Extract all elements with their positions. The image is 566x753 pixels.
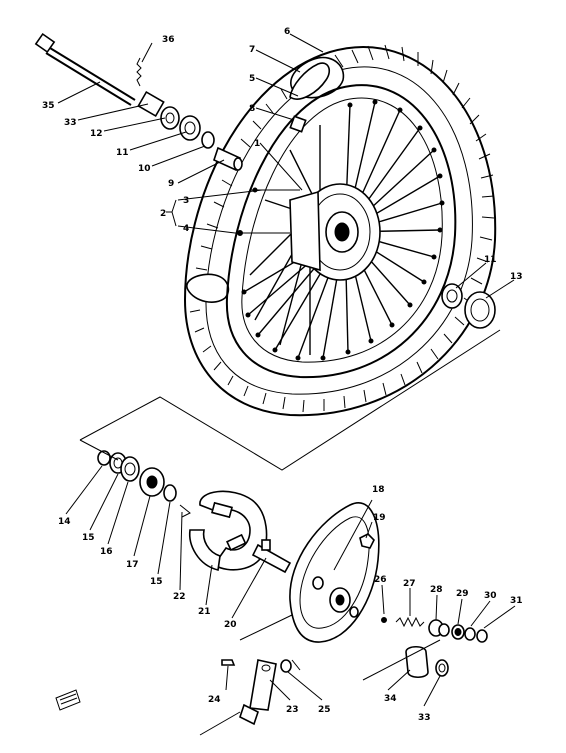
callout-11: 11 — [116, 148, 129, 158]
oil-seal-lower — [435, 659, 449, 677]
callout-9: 9 — [168, 179, 174, 189]
callout-28: 28 — [430, 585, 443, 595]
callout-27: 27 — [403, 579, 416, 589]
callout-19: 19 — [373, 513, 386, 523]
axle-nut-spacer — [137, 90, 165, 118]
brake-shoes — [189, 490, 268, 571]
rim-band-group — [289, 62, 330, 133]
callout-29: 29 — [456, 589, 469, 599]
callout-16: 16 — [100, 547, 113, 557]
bearing-left — [179, 115, 215, 149]
oil-seal-right — [464, 291, 496, 329]
corner-stamp — [55, 689, 81, 711]
brake-lever — [239, 659, 277, 726]
callout-26: 26 — [374, 575, 387, 585]
brake-group — [97, 450, 488, 726]
callout-30: 30 — [484, 591, 497, 601]
callout-23: 23 — [286, 705, 299, 715]
callout-22: 22 — [173, 592, 186, 602]
rim — [225, 84, 457, 379]
leader-lines — [57, 33, 516, 707]
callout-8: 8 — [249, 104, 255, 114]
callout-36: 36 — [162, 35, 175, 45]
callout-11-right: 11 — [484, 255, 497, 265]
panel-hardware — [381, 616, 488, 643]
collar-right — [405, 645, 429, 679]
brake-cam — [251, 539, 292, 574]
callout-labels: 36 6 7 5 8 35 33 12 11 10 9 1 2 3 4 11 1… — [42, 27, 523, 723]
axle — [34, 32, 136, 106]
cotter-pin — [136, 57, 142, 87]
callout-5: 5 — [249, 74, 255, 84]
callout-24: 24 — [208, 695, 221, 705]
lever-washer — [280, 659, 292, 673]
collar — [160, 106, 180, 130]
callout-20: 20 — [224, 620, 237, 630]
spacer-tube — [213, 146, 243, 172]
guide-lines — [79, 189, 501, 736]
callout-10: 10 — [138, 164, 151, 174]
lever-bolt — [221, 659, 236, 666]
callout-21: 21 — [198, 607, 211, 617]
hub — [289, 183, 381, 281]
callout-1: 1 — [254, 139, 260, 149]
callout-35: 35 — [42, 101, 55, 111]
callout-6: 6 — [284, 27, 290, 37]
callout-13: 13 — [510, 272, 523, 282]
callout-3: 3 — [183, 196, 189, 206]
callout-33-lower: 33 — [418, 713, 431, 723]
callout-4: 4 — [183, 224, 189, 234]
bearing-right — [441, 283, 463, 309]
callout-17: 17 — [126, 560, 139, 570]
brake-panel — [289, 502, 380, 643]
washer-stack — [97, 450, 191, 518]
callout-34: 34 — [384, 694, 397, 704]
callout-18: 18 — [372, 485, 385, 495]
panel-plug — [359, 533, 375, 549]
wheel-assembly — [183, 44, 497, 417]
axle-group — [34, 32, 243, 172]
callout-2: 2 — [160, 209, 166, 219]
callout-31: 31 — [510, 596, 523, 606]
callout-33: 33 — [64, 118, 77, 128]
callout-15-lower: 15 — [150, 577, 163, 587]
callout-12: 12 — [90, 129, 103, 139]
callout-15: 15 — [82, 533, 95, 543]
callout-14: 14 — [58, 517, 71, 527]
callout-25: 25 — [318, 705, 331, 715]
callout-7: 7 — [249, 45, 255, 55]
